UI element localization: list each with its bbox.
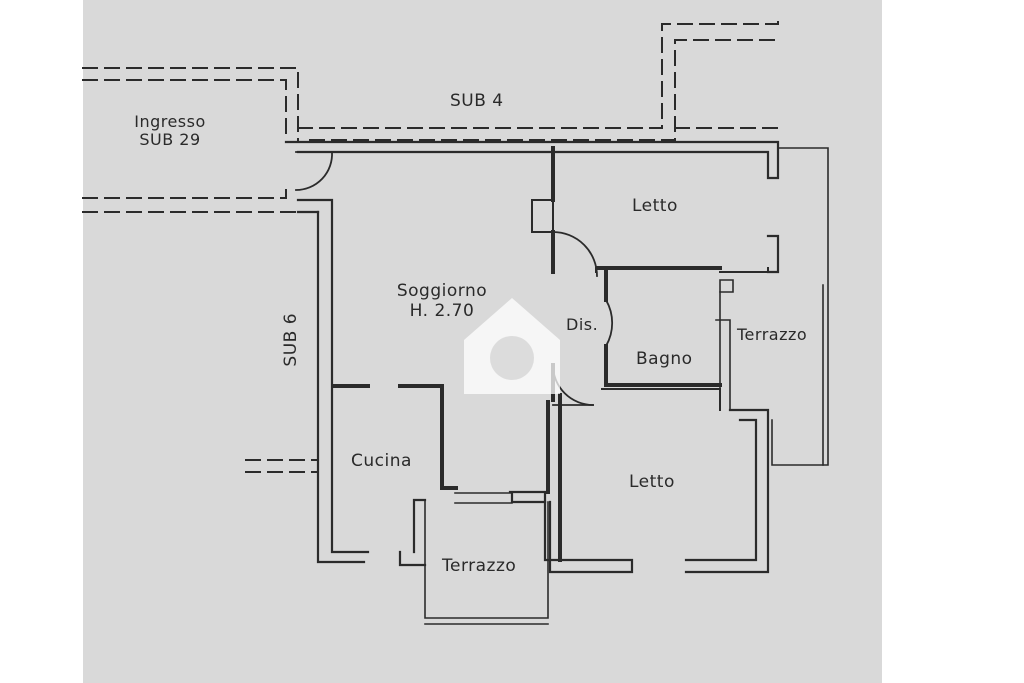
- soggiorno-name: Soggiorno: [396, 281, 488, 301]
- unit-label-sub6: SUB 6: [281, 312, 302, 367]
- room-label-cucina: Cucina: [351, 451, 412, 471]
- terrace-right-outline: [715, 147, 829, 466]
- room-label-letto-bottom: Letto: [629, 472, 675, 492]
- house-logo-icon: [464, 298, 560, 394]
- outer-walls: [284, 140, 780, 574]
- room-label-terrazzo-bottom: Terrazzo: [442, 556, 517, 576]
- interior-walls-thin: [531, 199, 769, 411]
- unit-label-sub4: SUB 4: [450, 91, 504, 111]
- room-label-bagno: Bagno: [636, 349, 693, 369]
- dashed-boundary-sub4: [297, 13, 779, 141]
- room-label-soggiorno: Soggiorno H. 2.70: [382, 281, 502, 321]
- dashed-boundary-sub6: [245, 459, 319, 473]
- ingresso-name: Ingresso: [134, 112, 206, 131]
- room-label-disimpegno: Dis.: [566, 315, 599, 334]
- room-label-ingresso: Ingresso SUB 29: [110, 112, 230, 150]
- room-label-letto-top: Letto: [632, 196, 678, 216]
- door-swings: [295, 151, 613, 406]
- room-label-terrazzo-right: Terrazzo: [737, 325, 808, 344]
- dashed-boundary-sub29: [82, 67, 299, 213]
- terrace-bottom-outline: [424, 492, 549, 625]
- interior-walls: [331, 146, 722, 562]
- soggiorno-height: H. 2.70: [409, 300, 475, 321]
- ingresso-sub: SUB 29: [139, 130, 201, 150]
